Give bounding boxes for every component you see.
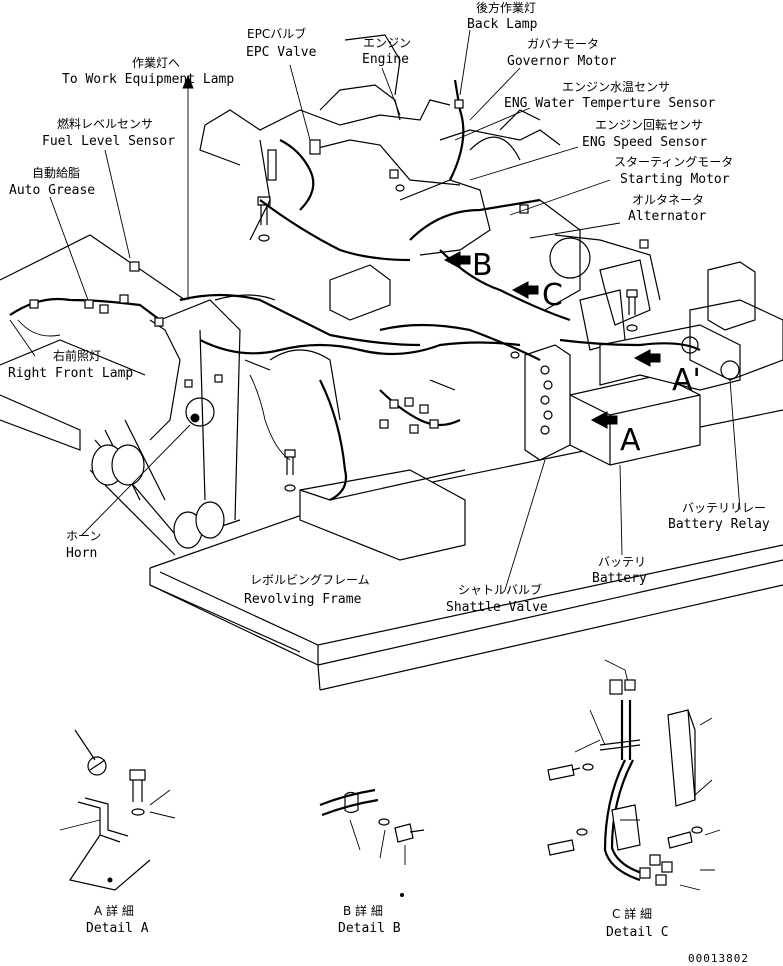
battery-relay-label: Battery Relay [668,517,770,532]
revolving-frame-plate [149,409,783,691]
governor-motor-label: Governor Motor [507,54,617,69]
callout-a: A [620,423,641,458]
machine-drawing [0,34,783,691]
horn-label: Horn [66,546,97,561]
callout-b: B [472,248,493,283]
shuttle-valve-block [524,344,571,461]
epc-valve-label-jp: EPCバルブ [247,26,306,41]
detail-a-drawing [59,729,176,891]
battery-relay-unit [681,261,783,381]
battery-label: Battery [592,571,647,586]
detail-c-title: Detail C [606,925,669,940]
governor-motor-label-jp: ガバナモータ [527,37,599,51]
direction-arrows [443,251,661,429]
battery-relay-label-jp: バッテリリレー [682,501,766,515]
horn-label-jp: ホーン [66,529,101,543]
back-lamp-label: Back Lamp [467,17,538,32]
work-lamp-label-jp: 作業灯へ [132,56,180,70]
bolts [244,184,638,492]
auto-grease-label: Auto Grease [9,183,95,198]
cover-plate [299,469,466,561]
callouts: B C A' A [472,248,701,458]
detail-a-title-jp: A 詳 細 [94,903,134,918]
callout-a-prime: A' [672,363,701,398]
back-lamp-label-jp: 後方作業灯 [476,0,536,15]
eng-water-temp-label: ENG Water Temperture Sensor [504,96,715,111]
boom-area [0,234,341,556]
detail-b-title: Detail B [338,921,401,936]
revolving-frame-label-jp: レボルビングフレーム [250,573,370,587]
fuel-level-label-jp: 燃料レベルセンサ [57,116,153,131]
battery-box [569,324,741,466]
battery-label-jp: バッテリ [598,555,646,569]
right-front-lamp-label-jp: 右前照灯 [53,348,101,363]
detail-b-title-jp: B 詳 細 [343,903,383,918]
detail-b-drawing [319,788,425,897]
fuel-level-label: Fuel Level Sensor [42,134,175,149]
detail-c-drawing [547,659,721,891]
auto-grease-label-jp: 自動給脂 [32,165,80,180]
leader-lines [9,29,741,591]
shuttle-valve-label: Shattle Valve [446,600,548,615]
engine-label: Engine [362,52,409,67]
detail-c-title-jp: C 詳 細 [612,906,652,921]
revolving-frame-label: Revolving Frame [244,592,362,607]
alternator-label-jp: オルタネータ [632,193,704,207]
eng-speed-label: ENG Speed Sensor [582,135,707,150]
work-lamp-label: To Work Equipment Lamp [62,72,234,87]
component-labels: 後方作業灯 Back Lamp EPCバルブ EPC Valve エンジン En… [8,0,770,615]
right-front-lamp-label: Right Front Lamp [8,366,133,381]
alternator-label: Alternator [628,209,706,224]
eng-speed-label-jp: エンジン回転センサ [595,118,703,132]
eng-water-temp-label-jp: エンジン水温センサ [562,80,670,94]
detail-a-title: Detail A [86,921,149,936]
connectors [29,99,649,434]
engine-label-jp: エンジン [363,36,411,50]
shuttle-valve-label-jp: シャトルバルブ [458,582,542,597]
starting-motor-label-jp: スターティングモータ [614,155,733,169]
callout-c: C [542,278,563,313]
starting-motor-label: Starting Motor [620,172,730,187]
epc-valve-label: EPC Valve [246,45,317,60]
drawing-number: 00013802 [688,952,749,965]
